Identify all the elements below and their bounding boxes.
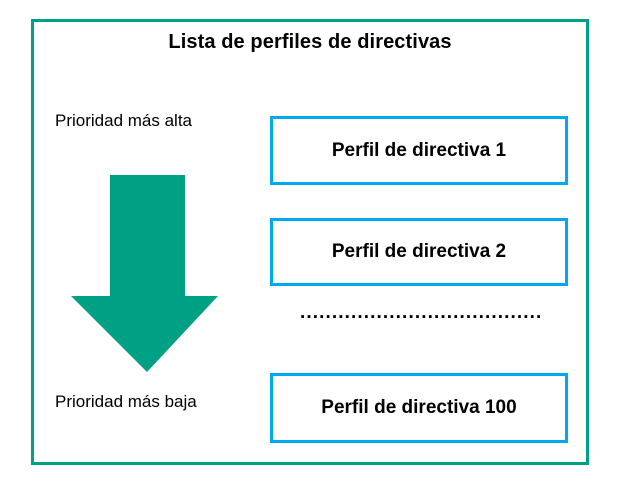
profile-box[interactable]: Perfil de directiva 1 [270, 116, 568, 185]
page-title: Lista de perfiles de directivas [168, 31, 452, 53]
priority-high-label: Prioridad más alta [55, 111, 193, 130]
priority-low-label: Prioridad más baja [55, 392, 197, 411]
profile-box[interactable]: Perfil de directiva 2 [270, 218, 568, 286]
profile-box-label: Perfil de directiva 100 [321, 397, 517, 418]
down-arrow-icon [71, 175, 218, 372]
profile-box[interactable]: Perfil de directiva 100 [270, 373, 568, 443]
profiles-ellipsis: ........................................… [300, 303, 540, 322]
profile-box-label: Perfil de directiva 2 [331, 241, 507, 262]
profile-box-label: Perfil de directiva 1 [331, 139, 507, 161]
